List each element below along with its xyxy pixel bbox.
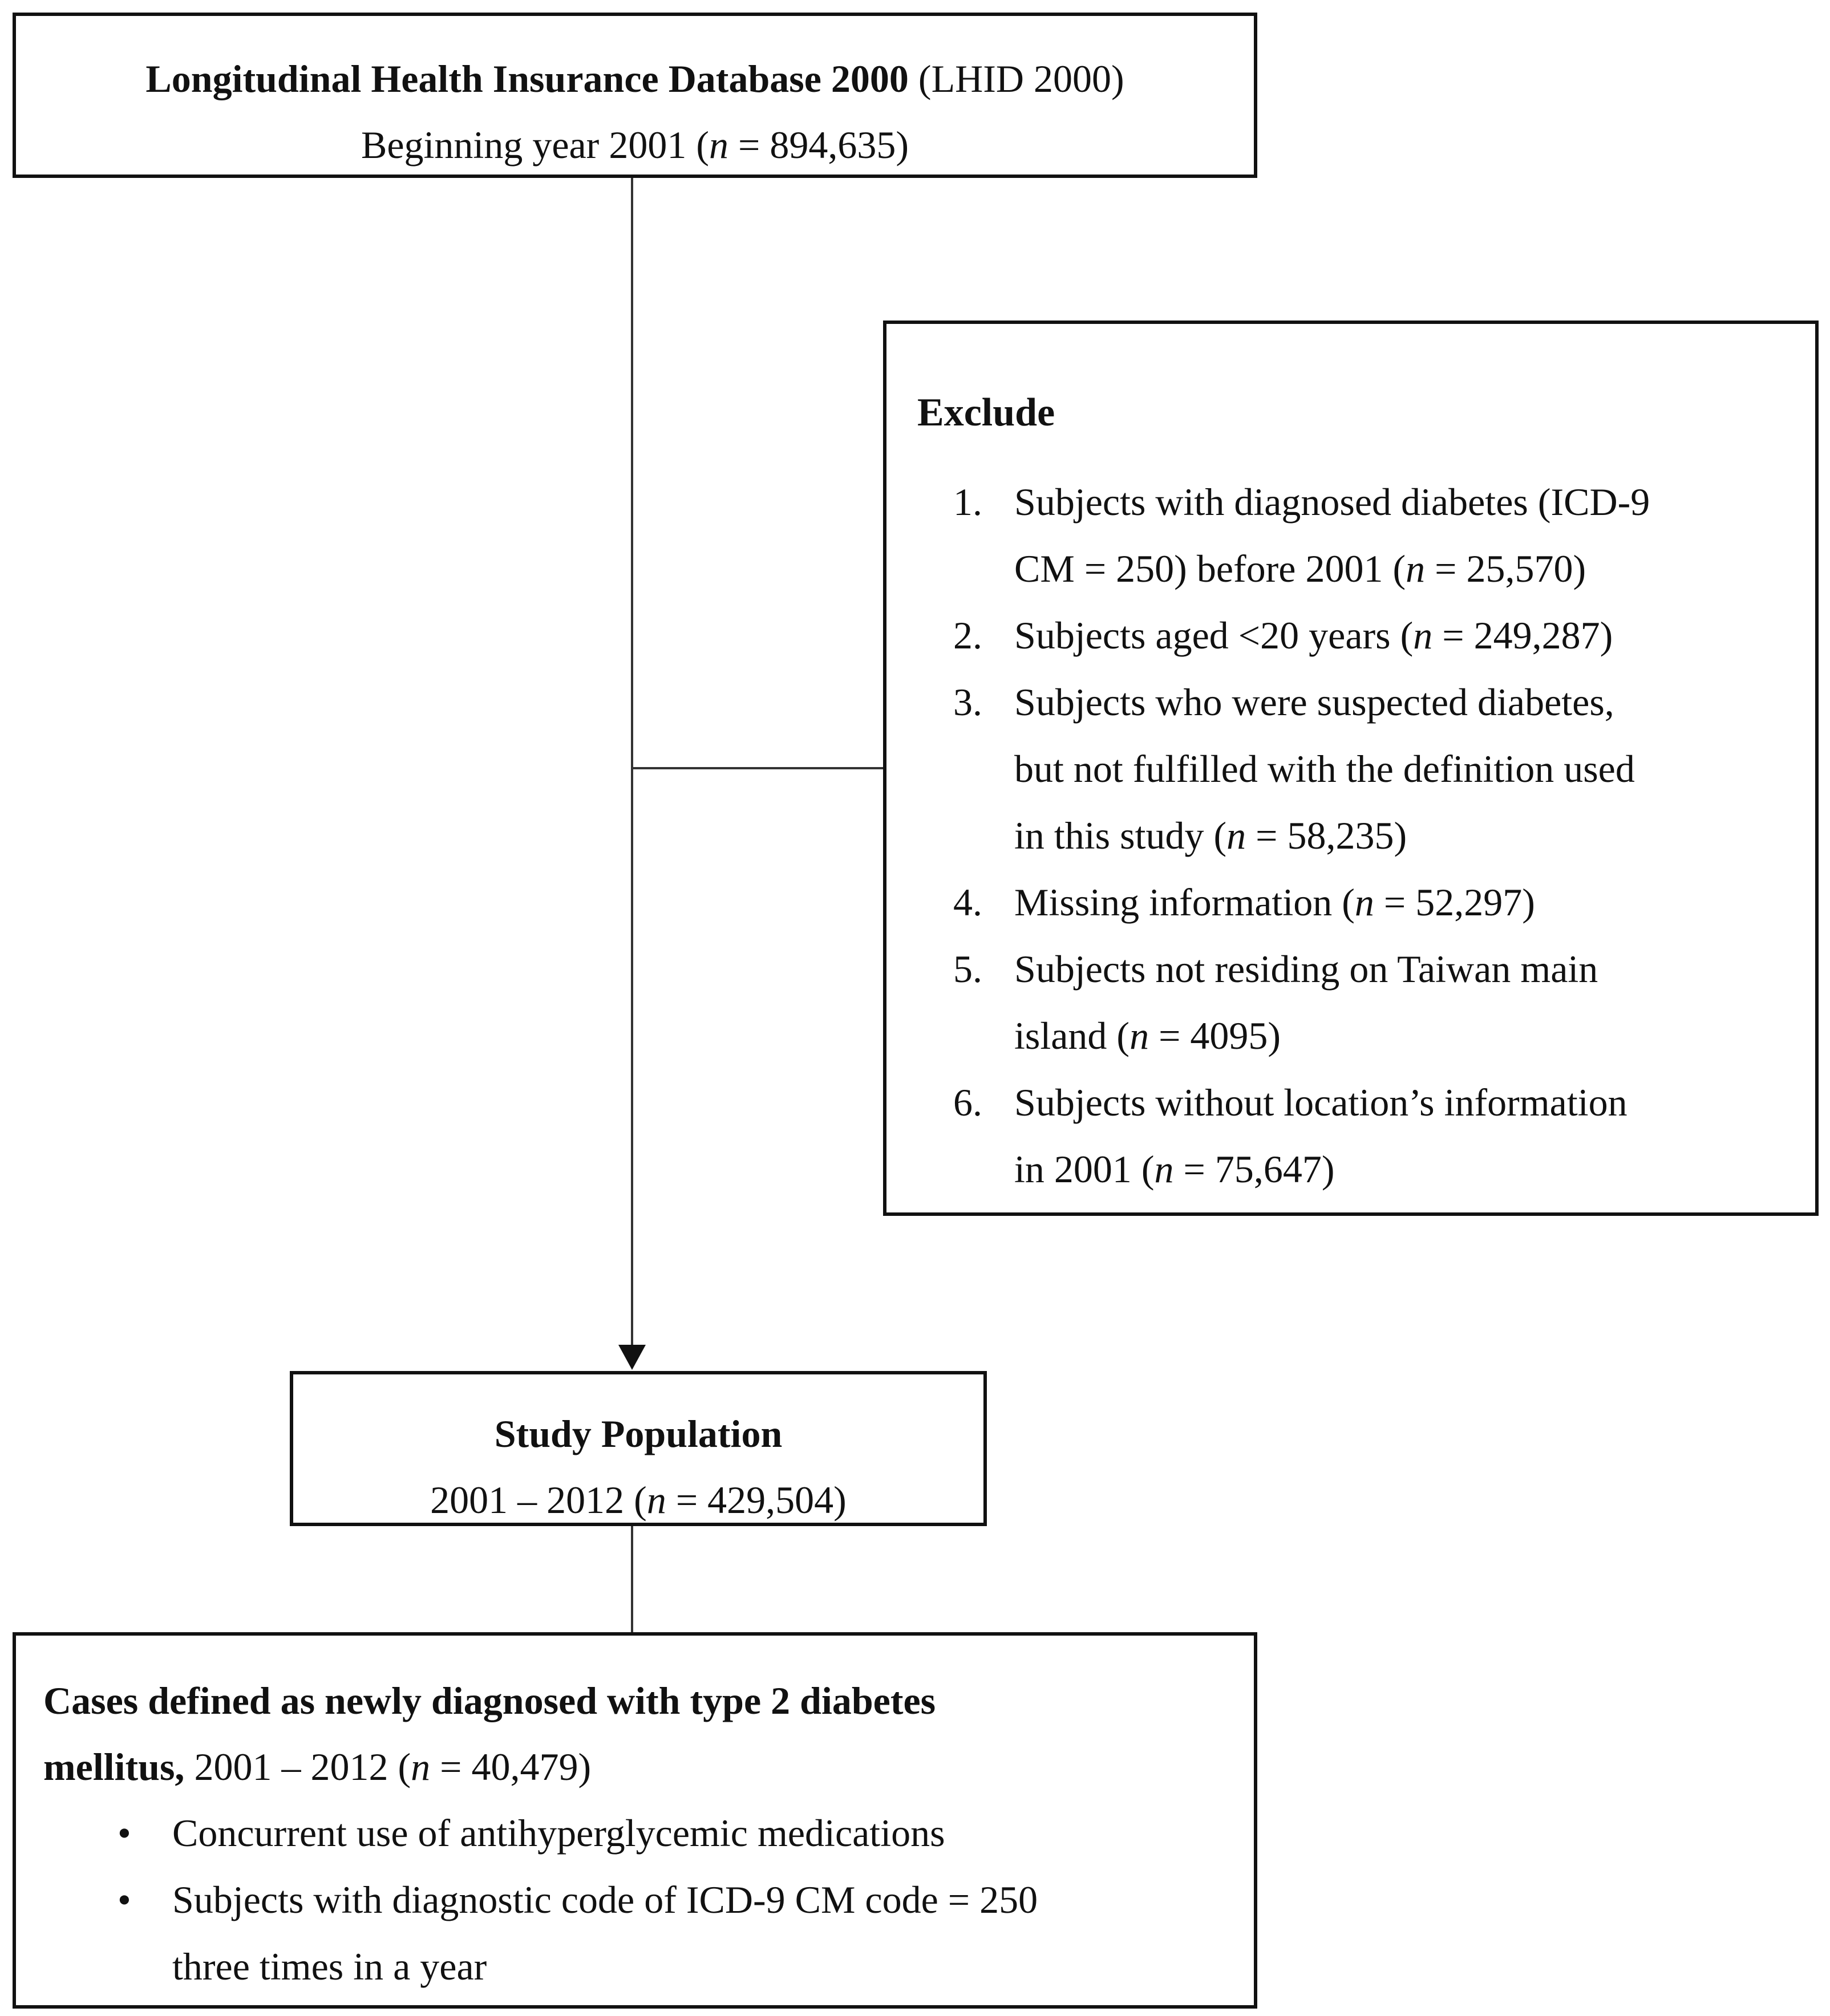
exclusion-item: 6.Subjects without location’s informatio… bbox=[917, 1069, 1815, 1203]
count-value: = 58,235) bbox=[1246, 814, 1407, 857]
cases-criteria-item: • Concurrent use of antihyperglycemic med… bbox=[118, 1800, 1254, 1867]
source-database-name: Longitudinal Health Insurance Database 2… bbox=[145, 57, 909, 100]
count-value: = 894,635) bbox=[728, 123, 909, 167]
count-value: = 40,479) bbox=[430, 1745, 592, 1788]
cases-criteria-line: three times in a year bbox=[172, 1945, 487, 1988]
source-database-count: Beginning year 2001 (n = 894,635) bbox=[16, 112, 1254, 178]
exclusion-item-text: Subjects without location’s information i… bbox=[982, 1069, 1627, 1203]
exclusion-item-line: Subjects who were suspected diabetes, bbox=[1014, 680, 1614, 724]
connector-study-to-cases bbox=[631, 1526, 633, 1632]
cases-criteria-item: • Subjects with diagnostic code of ICD-9 … bbox=[118, 1867, 1254, 2000]
cases-criteria-text: Concurrent use of antihyperglycemic medi… bbox=[172, 1800, 945, 1867]
exclusion-item-line: Missing information (n = 52,297) bbox=[1014, 881, 1535, 924]
exclusion-item-line: in 2001 (n = 75,647) bbox=[1014, 1147, 1335, 1191]
count-value: = 75,647) bbox=[1173, 1147, 1335, 1191]
cases-title-line1: Cases defined as newly diagnosed with ty… bbox=[43, 1679, 936, 1722]
n-symbol: n bbox=[1154, 1147, 1174, 1191]
count-prefix: Beginning year 2001 ( bbox=[361, 123, 709, 167]
exclusion-item-line: but not fulfilled with the definition us… bbox=[1014, 747, 1635, 790]
exclusion-item: 2. Subjects aged <20 years (n = 249,287) bbox=[917, 602, 1815, 669]
exclusion-item-line: Subjects not residing on Taiwan main bbox=[1014, 947, 1598, 991]
cases-criteria-list: • Concurrent use of antihyperglycemic med… bbox=[43, 1800, 1254, 2000]
source-database-box: Longitudinal Health Insurance Database 2… bbox=[13, 13, 1257, 178]
exclusion-item-line: in this study (n = 58,235) bbox=[1014, 814, 1407, 857]
n-symbol: n bbox=[1406, 547, 1426, 590]
exclusion-item-number: 4. bbox=[953, 881, 982, 924]
cases-title-line2: mellitus, 2001 – 2012 (n = 40,479) bbox=[43, 1745, 592, 1788]
exclusion-item-line: Subjects aged <20 years (n = 249,287) bbox=[1014, 614, 1613, 657]
exclusion-item-text: Subjects who were suspected diabetes, but… bbox=[982, 669, 1635, 869]
bullet-icon: • bbox=[118, 1811, 131, 1855]
exclusion-item: 1.Subjects with diagnosed diabetes (ICD-… bbox=[917, 469, 1815, 602]
n-symbol: n bbox=[646, 1478, 666, 1522]
exclusion-title: Exclude bbox=[917, 391, 1055, 435]
exclusion-item-text: Missing information (n = 52,297) bbox=[982, 869, 1535, 936]
source-database-title: Longitudinal Health Insurance Database 2… bbox=[16, 46, 1254, 112]
exclusion-item-number: 5. bbox=[953, 947, 982, 991]
exclusion-item-line: Subjects without location’s information bbox=[1014, 1081, 1627, 1124]
exclusion-item-number: 2. bbox=[953, 614, 982, 657]
cases-definition-box: Cases defined as newly diagnosed with ty… bbox=[13, 1632, 1257, 2009]
exclusion-item-line: island (n = 4095) bbox=[1014, 1014, 1281, 1057]
exclusion-criteria-box: Exclude 1.Subjects with diagnosed diabet… bbox=[883, 321, 1819, 1216]
n-symbol: n bbox=[1354, 881, 1374, 924]
connector-to-exclude bbox=[632, 767, 883, 769]
n-symbol: n bbox=[708, 123, 728, 167]
exclusion-item-line: Subjects with diagnosed diabetes (ICD-9 bbox=[1014, 480, 1650, 524]
exclusion-item: 3. Subjects who were suspected diabetes, b… bbox=[917, 669, 1815, 869]
study-population-title: Study Population bbox=[494, 1412, 783, 1455]
cases-criteria-text: Subjects with diagnostic code of ICD-9 C… bbox=[172, 1867, 1038, 2000]
count-value: = 52,297) bbox=[1374, 881, 1535, 924]
exclusion-list: 1.Subjects with diagnosed diabetes (ICD-… bbox=[917, 469, 1815, 1203]
exclusion-item: 4. Missing information (n = 52,297) bbox=[917, 869, 1815, 936]
n-symbol: n bbox=[1413, 614, 1433, 657]
count-value: = 429,504) bbox=[666, 1478, 847, 1522]
n-symbol: n bbox=[411, 1745, 431, 1788]
count-value: = 25,570) bbox=[1425, 547, 1586, 590]
count-value: = 4095) bbox=[1149, 1014, 1281, 1057]
arrow-head-down-icon bbox=[618, 1345, 646, 1370]
cases-criteria-line: Concurrent use of antihyperglycemic medi… bbox=[172, 1811, 945, 1855]
connector-top-to-study bbox=[631, 178, 633, 1353]
exclusion-item: 5. Subjects not residing on Taiwan main is… bbox=[917, 936, 1815, 1069]
count-prefix: 2001 – 2012 ( bbox=[184, 1745, 411, 1788]
exclusion-item-text: Subjects aged <20 years (n = 249,287) bbox=[982, 602, 1613, 669]
exclusion-item-line: CM = 250) before 2001 (n = 25,570) bbox=[1014, 547, 1586, 590]
exclusion-item-number: 6. bbox=[953, 1081, 982, 1124]
bullet-icon: • bbox=[118, 1878, 131, 1921]
source-database-abbrev: (LHID 2000) bbox=[908, 57, 1124, 100]
cases-criteria-line: Subjects with diagnostic code of ICD-9 C… bbox=[172, 1878, 1038, 1921]
exclusion-item-number: 1. bbox=[953, 480, 982, 524]
count-value: = 249,287) bbox=[1432, 614, 1613, 657]
study-population-box: Study Population 2001 – 2012 (n = 429,50… bbox=[290, 1371, 987, 1526]
n-symbol: n bbox=[1226, 814, 1246, 857]
study-population-count: 2001 – 2012 (n = 429,504) bbox=[293, 1467, 983, 1533]
exclusion-item-text: Subjects not residing on Taiwan main isla… bbox=[982, 936, 1598, 1069]
exclusion-item-number: 3. bbox=[953, 680, 982, 724]
count-prefix: 2001 – 2012 ( bbox=[430, 1478, 647, 1522]
n-symbol: n bbox=[1129, 1014, 1149, 1057]
